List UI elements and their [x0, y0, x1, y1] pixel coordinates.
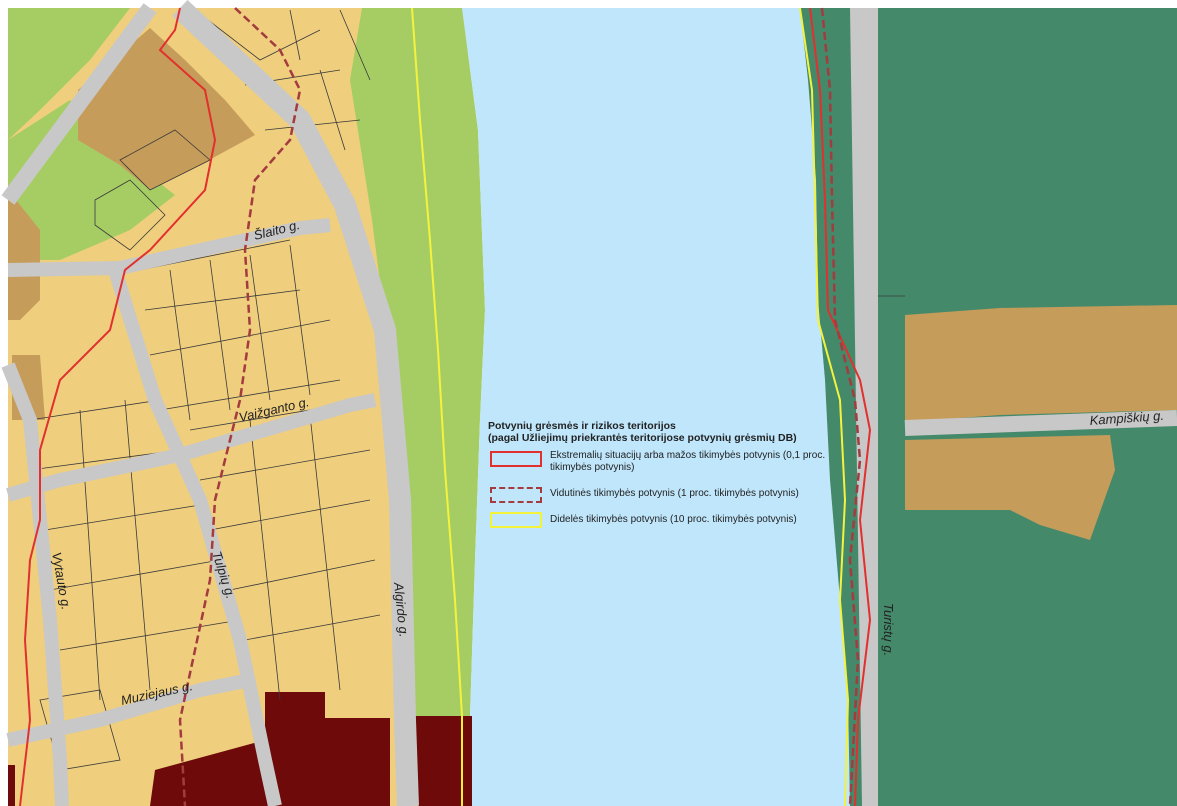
- street-label-kampiskiu: Kampiškių g.: [1089, 408, 1164, 428]
- parcel-boundaries: [29, 9, 381, 771]
- medium-flood-swatch: [490, 487, 542, 503]
- extreme-flood-swatch: [490, 451, 542, 467]
- legend-label-extreme: Ekstremalių situacijų arba mažos tikimyb…: [550, 450, 826, 473]
- flood-zone-boundaries: [19, 7, 872, 806]
- map-legend: Potvynių grėsmės ir rizikos teritorijos …: [488, 420, 848, 536]
- river-water: [460, 8, 850, 806]
- brown-built-area-3: [78, 28, 255, 190]
- legend-subtitle: (pagal Užliejimų priekrantės teritorijos…: [488, 432, 797, 444]
- legend-item-extreme: Ekstremalių situacijų arba mažos tikimyb…: [488, 450, 848, 476]
- legend-label-high: Didelės tikimybės potvynis (10 proc. tik…: [550, 514, 797, 525]
- high-flood-swatch: [490, 512, 542, 528]
- brown-built-area: [8, 190, 40, 320]
- industrial-area-2: [415, 716, 472, 806]
- legend-item-high: Didelės tikimybės potvynis (10 proc. tik…: [488, 510, 848, 536]
- right-extreme-flood-line: [809, 7, 872, 806]
- industrial-area-3: [8, 765, 15, 806]
- green-area-top: [8, 8, 130, 140]
- street-label-turistu: Turistų g.: [881, 603, 896, 656]
- legend-title: Potvynių grėsmės ir rizikos teritorijos: [488, 420, 676, 432]
- industrial-area: [150, 692, 390, 806]
- extreme-flood-line: [19, 7, 217, 806]
- high-flood-line: [411, 7, 463, 806]
- legend-label-medium: Vidutinės tikimybės potvynis (1 proc. ti…: [550, 488, 799, 499]
- street-label-algirdo: Algirdo g.: [391, 581, 412, 638]
- legend-item-medium: Vidutinės tikimybės potvynis (1 proc. ti…: [488, 484, 848, 510]
- right-high-flood-line: [799, 7, 850, 806]
- right-bank-built: [905, 305, 1177, 422]
- medium-flood-line: [178, 7, 302, 806]
- right-bank-built-2: [905, 435, 1115, 540]
